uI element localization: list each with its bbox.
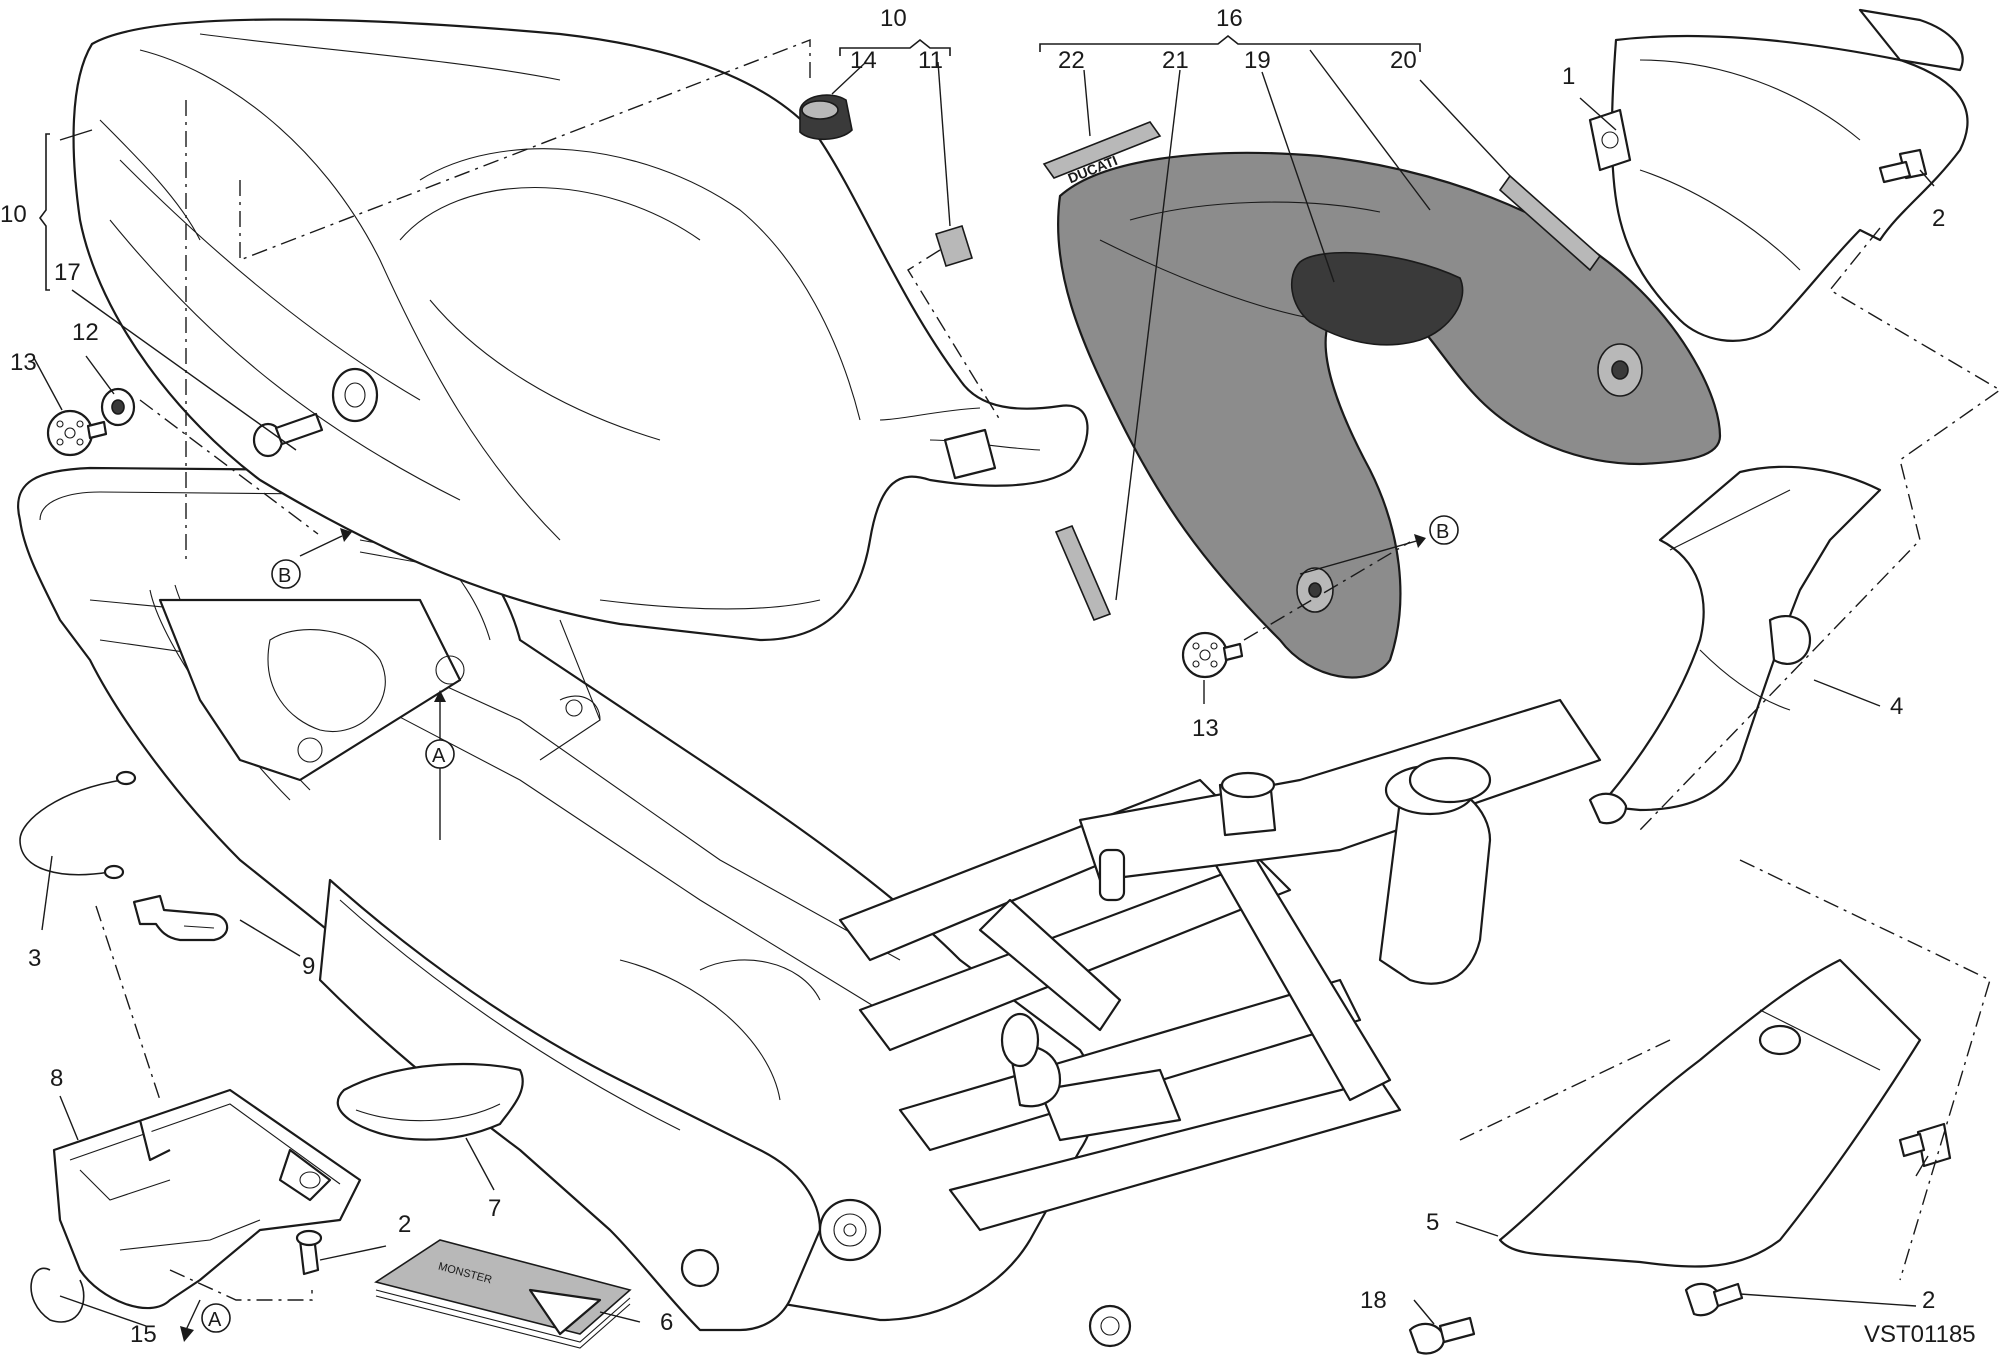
decal-20 [1498, 174, 1602, 272]
callout-5: 5 [1426, 1209, 1439, 1236]
bolt-2-tray [295, 1229, 323, 1276]
pad-11 [934, 225, 974, 267]
callout-14: 14 [850, 47, 877, 74]
callout-6: 6 [660, 1309, 673, 1336]
tail-cover [1588, 465, 1882, 825]
bolt-18 [1408, 1316, 1476, 1355]
callout-13: 13 [1192, 715, 1219, 742]
decal-21 [1054, 524, 1112, 622]
callout-2: 2 [1922, 1287, 1935, 1314]
callout-22: 22 [1058, 47, 1085, 74]
storage-tray-8 [52, 1088, 362, 1310]
callout-10: 10 [0, 201, 27, 228]
diagram-code: VST01185 [1864, 1321, 1976, 1348]
side-panel-lower [1498, 958, 1922, 1268]
callouts: 1 2 2 2 3 4 5 6 7 8 9 10 10 11 12 13 13 … [0, 5, 1945, 1348]
leader-lines [33, 34, 1935, 1342]
callout-18: 18 [1360, 1287, 1387, 1314]
callout-19: 19 [1244, 47, 1271, 74]
reference-markers: A A B B [201, 515, 1459, 1333]
rider-seat [72, 18, 1089, 642]
ref-a-frame: A [432, 745, 446, 767]
callout-15: 15 [130, 1321, 157, 1348]
owners-manual-6: MONSTER [374, 1239, 632, 1349]
grommet-12 [100, 387, 136, 427]
seat-cowl [1056, 151, 1722, 679]
callout-11: 11 [918, 47, 943, 74]
callout-2: 2 [1932, 205, 1945, 232]
knob-13-right [1181, 631, 1244, 679]
callout-9: 9 [302, 953, 315, 980]
callout-10: 10 [880, 5, 907, 32]
callout-16: 16 [1216, 5, 1243, 32]
callout-17: 17 [54, 259, 81, 286]
callout-1: 1 [1562, 63, 1575, 90]
callout-8: 8 [50, 1065, 63, 1092]
ref-b-cowl: B [1436, 521, 1449, 543]
seat-cable-3 [19, 770, 137, 880]
side-panel-upper [1588, 8, 1969, 342]
ref-a-tray: A [208, 1309, 222, 1331]
callout-4: 4 [1890, 693, 1903, 720]
callout-2: 2 [398, 1211, 411, 1238]
rubber-buffer-14 [799, 94, 853, 141]
bolt-2-top [1878, 148, 1928, 184]
bolt-2-lower [1684, 1282, 1744, 1317]
callout-20: 20 [1390, 47, 1417, 74]
callout-7: 7 [488, 1195, 501, 1222]
callout-12: 12 [72, 319, 99, 346]
frame [17, 466, 1602, 1348]
bolt-2-lower-right [1898, 1122, 1952, 1168]
callout-13: 13 [10, 349, 37, 376]
hook-9 [132, 894, 229, 942]
callout-21: 21 [1162, 47, 1189, 74]
foam-pad-7 [336, 1062, 524, 1141]
knob-13-left [46, 409, 108, 457]
assembly-lines [95, 38, 2002, 1301]
callout-3: 3 [28, 945, 41, 972]
strap-15 [30, 1267, 85, 1323]
ref-b-frame: B [278, 565, 291, 587]
